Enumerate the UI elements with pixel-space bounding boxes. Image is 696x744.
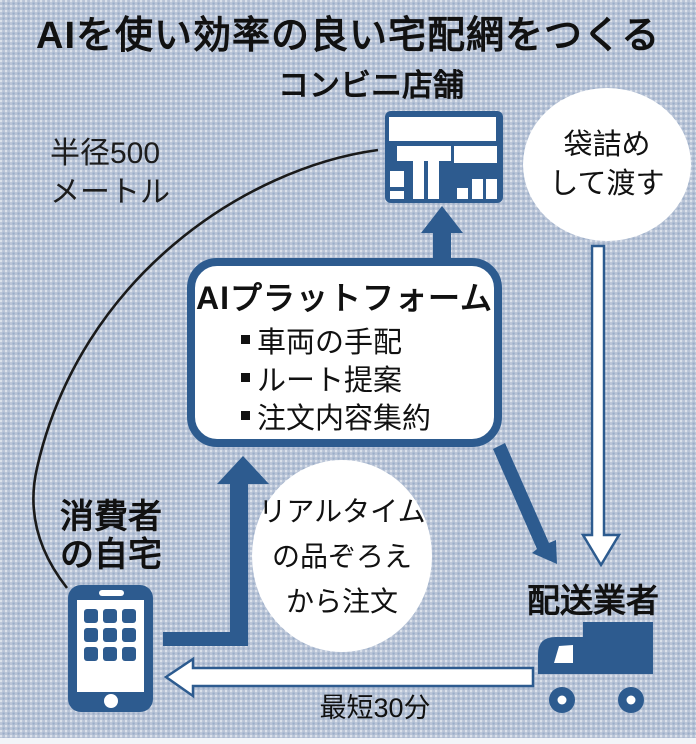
bullet-icon [241, 372, 250, 382]
consumer-label-line2: の自宅 [60, 536, 162, 574]
platform-item-orders: 注文内容集約 [241, 400, 494, 438]
bullet-icon [241, 334, 250, 344]
platform-item-route: ルート提案 [241, 362, 494, 400]
realtime-note-bubble: リアルタイム の品ぞろえ から注文 [252, 460, 432, 652]
bagging-note-bubble: 袋詰め して渡す [523, 88, 691, 241]
smartphone-icon [68, 585, 153, 712]
platform-item-vehicle: 車両の手配 [241, 324, 494, 362]
truck-icon [538, 622, 653, 713]
realtime-note-line1: リアルタイム [258, 495, 426, 527]
courier-label: 配送業者 [527, 582, 659, 619]
order-arrow-icon [163, 456, 269, 646]
store-label: コンビニ店舗 [278, 68, 464, 103]
platform-item-label: 注文内容集約 [257, 403, 432, 435]
page-title: AIを使い効率の良い宅配網をつくる [36, 15, 661, 57]
delivery-time-label: 最短30分 [319, 693, 431, 723]
consumer-label: 消費者 の自宅 [60, 498, 162, 574]
radius-note-line1: 半径500 [50, 137, 161, 170]
ai-platform-box: AIプラットフォーム 車両の手配 ルート提案 注文内容集約 [187, 258, 502, 447]
up-arrow-icon [421, 206, 463, 266]
radius-note-line2: メートル [50, 176, 170, 209]
ai-platform-title: AIプラットフォーム [195, 280, 494, 316]
store-icon [385, 111, 503, 203]
realtime-note-line2: の品ぞろえ [271, 540, 412, 572]
bottom-margin-strip [0, 738, 696, 744]
ai-platform-items: 車両の手配 ルート提案 注文内容集約 [241, 324, 494, 438]
dispatch-arrow-icon [493, 443, 557, 564]
realtime-note-line3: から注文 [285, 585, 398, 617]
handoff-arrow-icon [580, 244, 622, 568]
bagging-note-line2: して渡す [549, 167, 665, 200]
delivery-arrow-icon [163, 656, 535, 699]
bagging-note-line1: 袋詰め [563, 128, 651, 161]
radius-arc [32, 148, 379, 589]
consumer-label-line1: 消費者 [60, 498, 162, 536]
platform-item-label: 車両の手配 [257, 327, 403, 359]
bullet-icon [241, 410, 250, 420]
platform-item-label: ルート提案 [257, 365, 403, 397]
radius-note: 半径500 メートル [50, 134, 170, 212]
